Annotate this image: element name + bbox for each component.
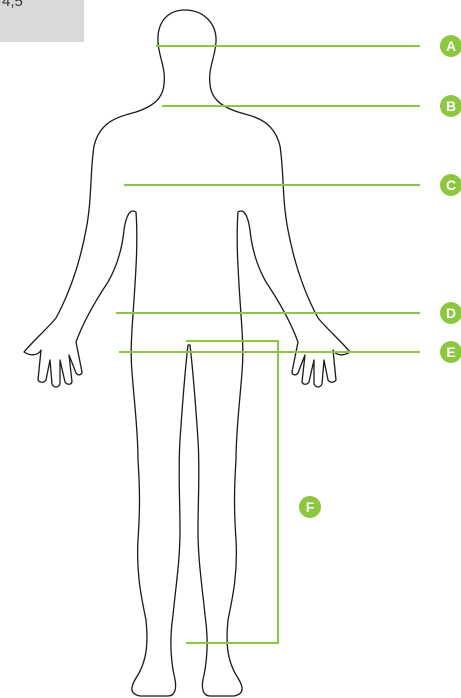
label-d: D bbox=[440, 302, 461, 324]
label-a-text: A bbox=[446, 38, 456, 54]
label-f-text: F bbox=[306, 499, 315, 515]
label-b-text: B bbox=[446, 98, 456, 114]
label-e-text: E bbox=[446, 344, 455, 360]
label-f: F bbox=[299, 496, 321, 518]
label-a: A bbox=[440, 35, 461, 57]
label-e: E bbox=[440, 341, 461, 363]
label-d-text: D bbox=[446, 305, 456, 321]
label-b: B bbox=[440, 95, 461, 117]
label-c-text: C bbox=[446, 177, 456, 193]
label-c: C bbox=[440, 174, 461, 196]
